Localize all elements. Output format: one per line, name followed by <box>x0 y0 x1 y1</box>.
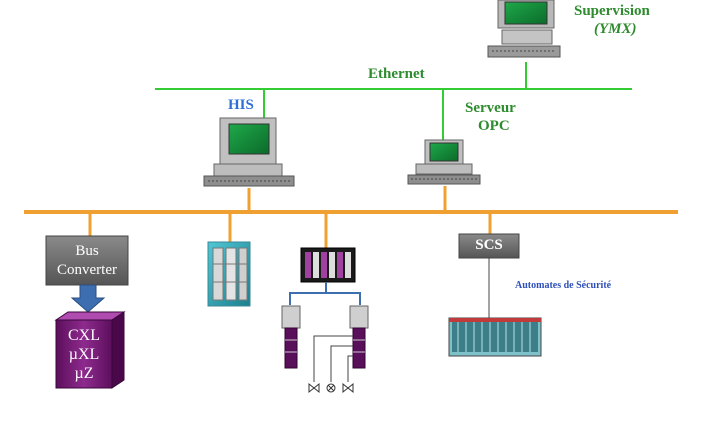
down-arrow-icon <box>70 284 106 313</box>
io-module-icon <box>281 305 301 369</box>
automates-label: Automates de Sécurité <box>515 280 612 291</box>
serveur-label: Serveur <box>465 100 516 116</box>
rack-cabinet-icon <box>207 241 251 307</box>
scs-label: SCS <box>475 237 503 253</box>
supervision-label: Supervision <box>574 3 650 19</box>
cxl-label: CXL <box>68 327 100 344</box>
bus-converter-line-1: Bus <box>75 243 99 259</box>
bus-converter-label: Bus Converter <box>46 242 128 280</box>
bus-converter-box <box>45 235 129 286</box>
rack-cabinet-icon <box>448 317 542 357</box>
server-icon <box>407 139 481 185</box>
bus-converter-line-2: Converter <box>57 262 117 278</box>
workstation-icon <box>203 117 295 187</box>
uz-label: µZ <box>74 365 94 382</box>
io-module-icon <box>349 305 369 369</box>
controller-block <box>54 311 126 389</box>
controller-labels: CXL µXL µZ <box>56 326 112 383</box>
ethernet-label: Ethernet <box>368 66 425 82</box>
rack-cabinet-icon <box>300 247 356 283</box>
workstation-icon <box>487 0 561 58</box>
ymx-label: (YMX) <box>594 21 637 37</box>
fieldbus-link <box>289 282 361 305</box>
his-label: HIS <box>228 97 254 113</box>
valve-icon <box>342 382 354 394</box>
valve-icon <box>326 383 336 393</box>
scs-box <box>458 233 520 259</box>
uxl-label: µXL <box>68 346 100 363</box>
valve-icon <box>308 382 320 394</box>
field-wiring <box>313 335 353 382</box>
opc-label: OPC <box>478 118 510 134</box>
